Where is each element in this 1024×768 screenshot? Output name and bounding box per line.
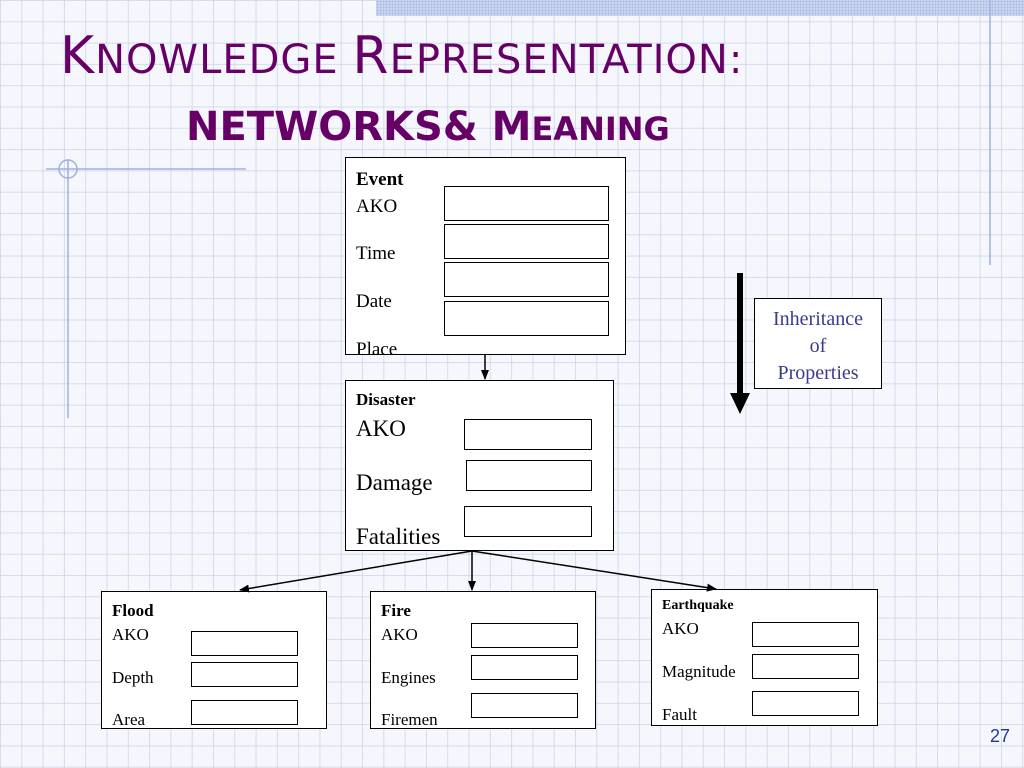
disaster-frame: Disaster AKO Damage Fatalities [345, 380, 614, 551]
inheritance-of-properties-label: Inheritance of Properties [754, 298, 882, 389]
flood-frame: Flood AKO Depth Area [101, 591, 327, 729]
arrow-disaster-to-flood [239, 550, 473, 593]
earthquake-slot-ako: AKO [662, 619, 699, 638]
disaster-slot-ako: AKO [356, 416, 406, 441]
disaster-ako-value-box [464, 419, 592, 450]
fire-firemen-value-box [471, 693, 578, 718]
disaster-damage-value-box [466, 460, 592, 491]
event-slot-ako: AKO [356, 196, 398, 217]
disaster-slot-damage: Damage [356, 470, 433, 495]
flood-slot-area: Area [112, 710, 146, 729]
flood-slot-ako: AKO [112, 625, 149, 644]
arrow-disaster-to-earthquake [471, 550, 717, 592]
fire-frame-name: Fire [381, 601, 411, 620]
event-slot-time: Time [356, 243, 396, 264]
flood-depth-value-box [191, 662, 298, 687]
flood-ako-value-box [191, 631, 298, 656]
inheritance-line3: Properties [777, 362, 859, 384]
disaster-slot-fatalities: Fatalities [356, 524, 441, 549]
flood-frame-name: Flood [112, 601, 154, 620]
fire-slot-ako: AKO [381, 625, 418, 644]
earthquake-magnitude-value-box [752, 654, 859, 679]
disaster-fatalities-value-box [464, 506, 592, 537]
earthquake-slot-fault: Fault [662, 705, 697, 724]
disaster-frame-name: Disaster [356, 390, 416, 409]
fire-slot-engines: Engines [381, 668, 436, 687]
event-frame: Event AKO Time Date Place [345, 157, 626, 359]
page-number: 27 [990, 726, 1011, 746]
flood-slot-depth: Depth [112, 668, 154, 687]
slide-title-line1: KNOWLEDGE REPRESENTATION: [60, 26, 744, 86]
event-time-value-box [444, 224, 609, 259]
event-slot-date: Date [356, 291, 392, 312]
top-decorative-band [376, 0, 1024, 16]
fire-slot-firemen: Firemen [381, 710, 438, 729]
event-frame-name: Event [356, 169, 404, 190]
slide-title-line2: NETWORKS& MEANING [186, 104, 670, 150]
event-slot-place: Place [356, 339, 398, 360]
earthquake-slot-magnitude: Magnitude [662, 662, 736, 681]
earthquake-frame: Earthquake AKO Magnitude Fault [651, 589, 878, 726]
fire-ako-value-box [471, 623, 578, 648]
event-place-value-box [444, 301, 609, 336]
event-date-value-box [444, 262, 609, 297]
inheritance-down-arrow [730, 273, 750, 414]
flood-area-value-box [191, 700, 298, 725]
fire-frame: Fire AKO Engines Firemen [370, 591, 596, 729]
earthquake-frame-name: Earthquake [662, 598, 734, 613]
inheritance-line2: of [809, 335, 827, 357]
earthquake-fault-value-box [752, 691, 859, 716]
fire-engines-value-box [471, 655, 578, 680]
inheritance-line1: Inheritance [773, 308, 863, 330]
event-ako-value-box [444, 186, 609, 221]
earthquake-ako-value-box [752, 622, 859, 647]
